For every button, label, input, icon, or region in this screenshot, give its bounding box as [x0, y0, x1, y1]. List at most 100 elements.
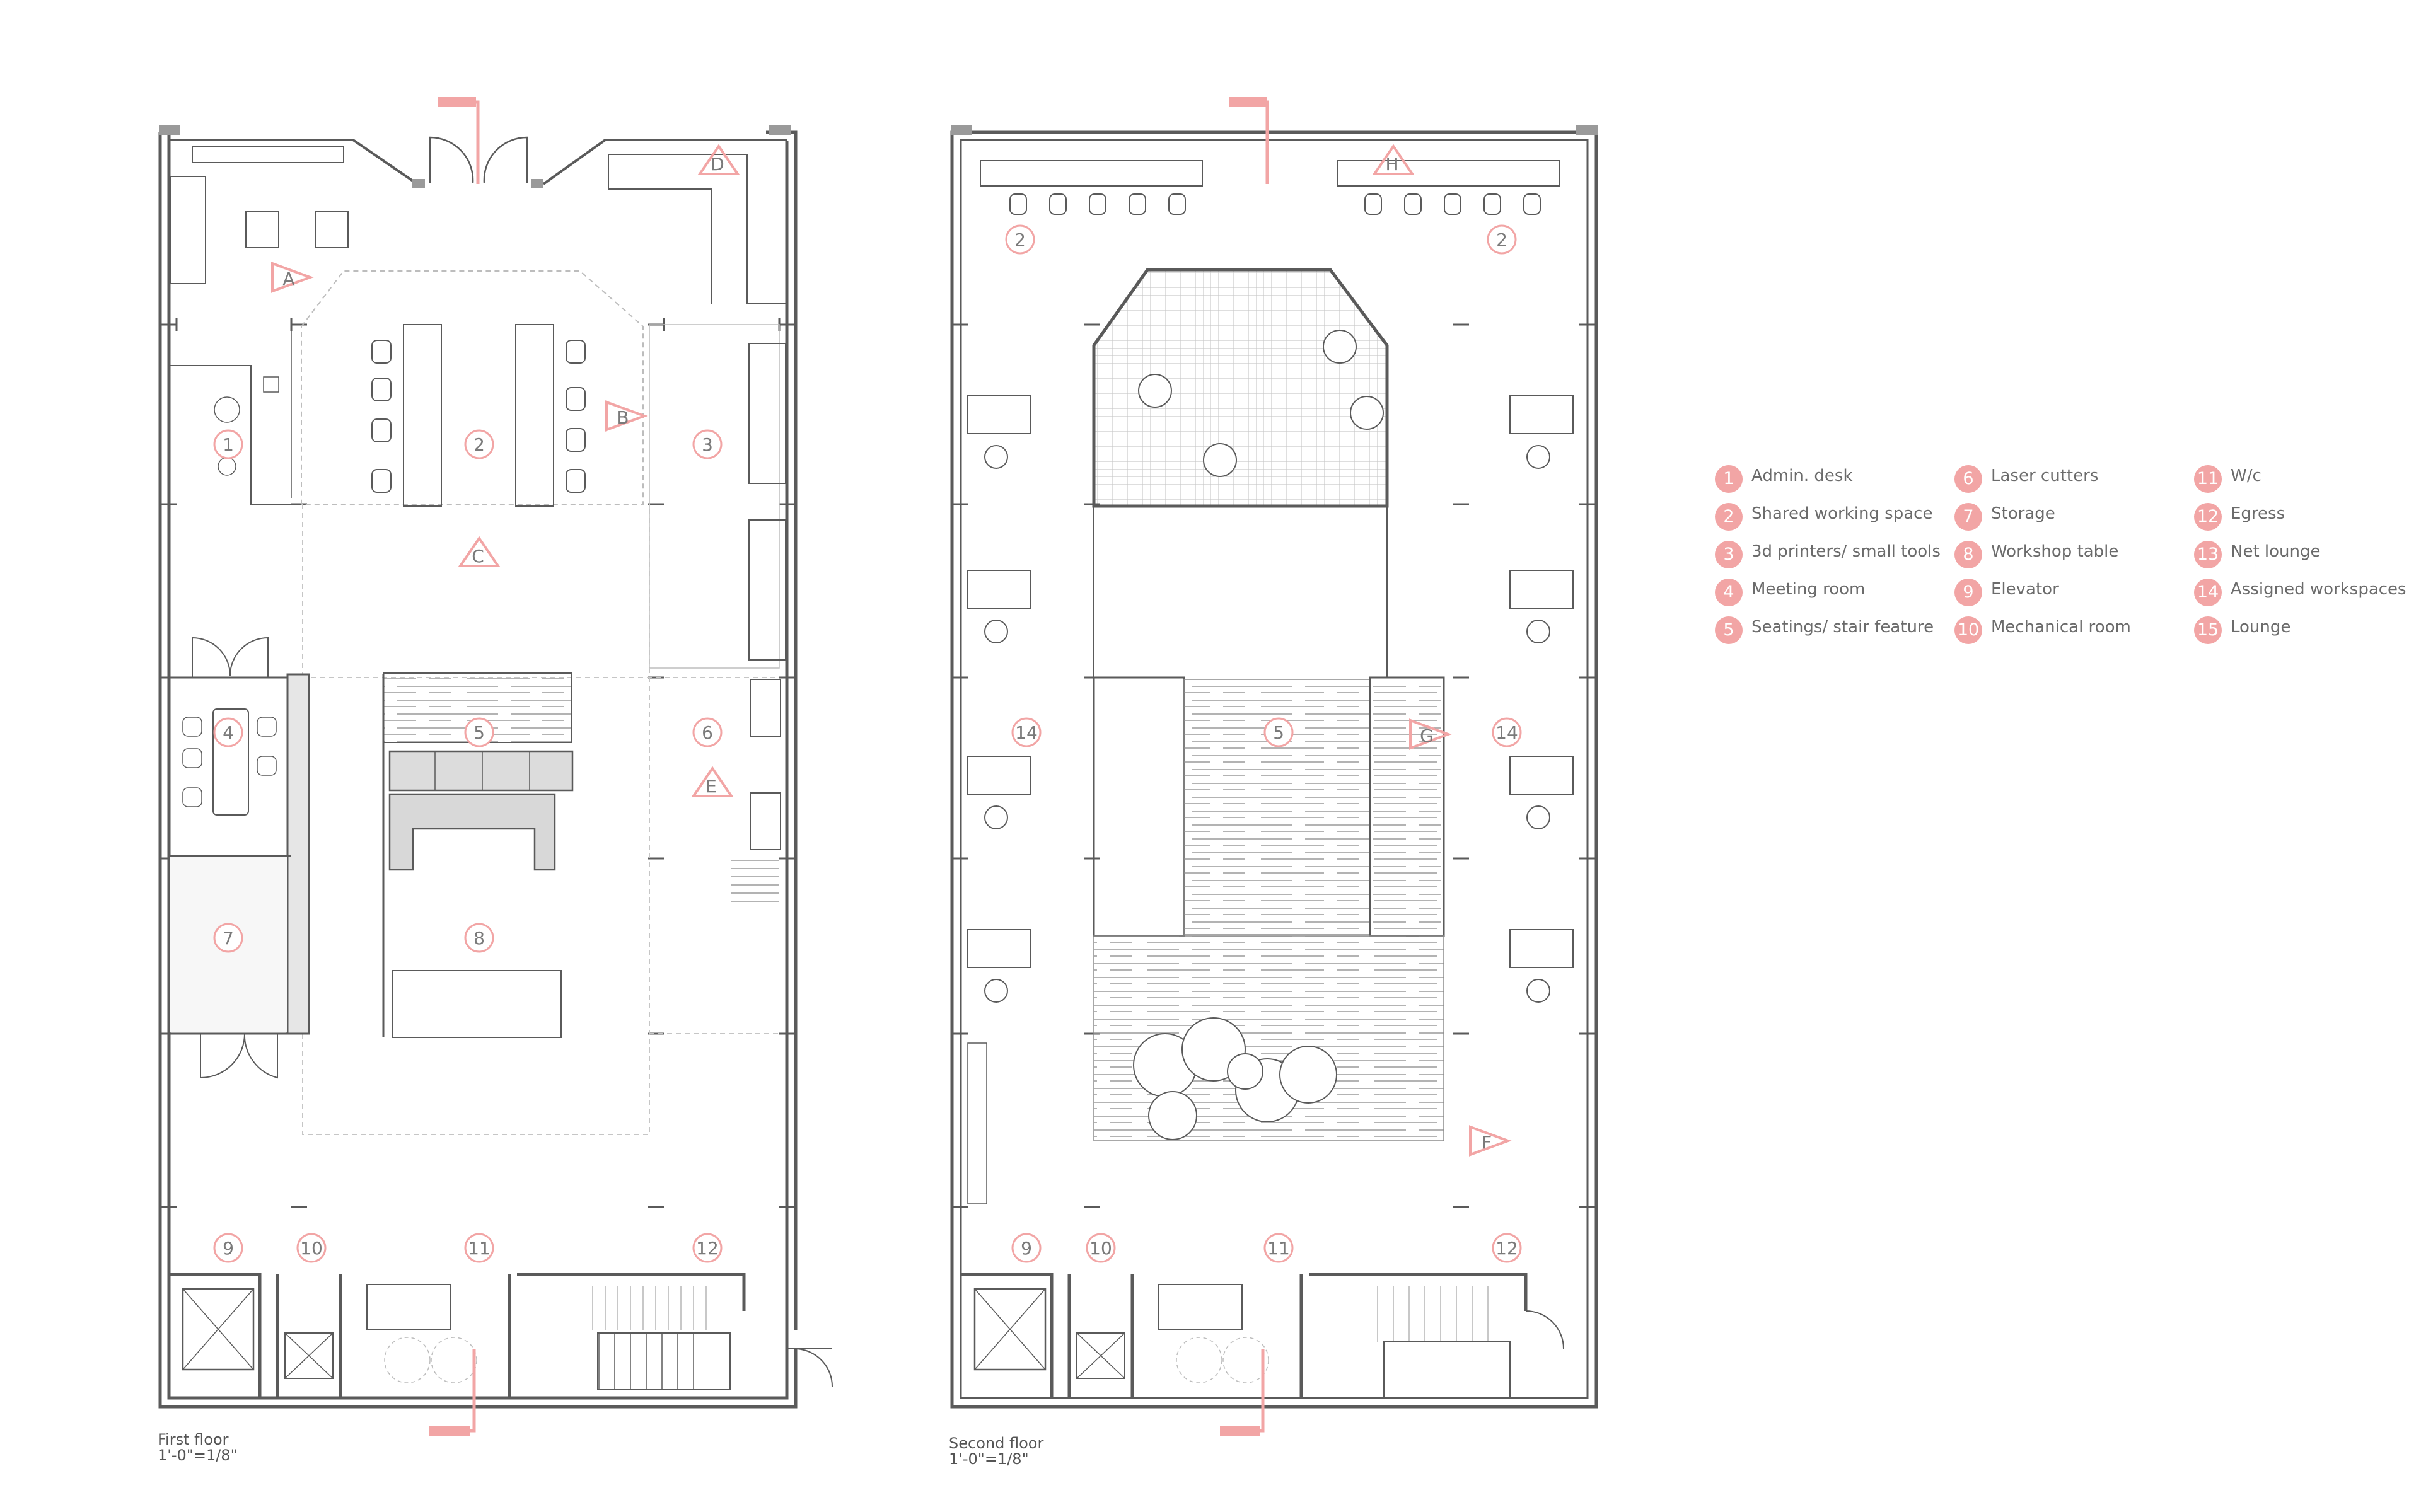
room-marker-label: 11	[468, 1238, 491, 1259]
room-marker-label: 11	[1267, 1238, 1290, 1259]
view-marker-label: F	[1482, 1132, 1492, 1153]
view-marker: G	[1409, 718, 1452, 750]
room-marker-label: 10	[300, 1238, 323, 1259]
room-marker-label: 4	[223, 722, 234, 743]
room-marker-label: 5	[473, 722, 485, 743]
first-floor-scale: 1'-0"=1/8"	[158, 1446, 238, 1464]
legend-badge: 13	[2194, 541, 2222, 568]
first-floor-title: First floor	[158, 1431, 229, 1448]
room-marker: 6	[692, 717, 723, 747]
room-marker-label: 3	[702, 434, 713, 455]
room-marker: 9	[213, 1233, 243, 1263]
legend-badge: 2	[1715, 503, 1743, 531]
view-marker: B	[605, 400, 648, 432]
room-marker: 2	[464, 429, 494, 459]
view-marker: H	[1372, 144, 1415, 175]
room-marker-label: 14	[1495, 722, 1518, 743]
legend-badge: 10	[1954, 616, 1982, 644]
room-marker: 12	[1492, 1233, 1522, 1263]
legend-label: Storage	[1991, 504, 2055, 523]
legend-badge: 3	[1715, 541, 1743, 568]
room-marker: 5	[464, 717, 494, 747]
room-marker: 10	[1086, 1233, 1116, 1263]
legend-label: Shared working space	[1751, 504, 1933, 523]
room-marker: 11	[464, 1233, 494, 1263]
room-marker: 12	[692, 1233, 723, 1263]
legend-badge: 1	[1715, 465, 1743, 493]
legend-label: Workshop table	[1991, 542, 2119, 561]
legend-label: Admin. desk	[1751, 466, 1853, 485]
legend-label: Seatings/ stair feature	[1751, 618, 1934, 637]
view-marker-label: D	[711, 154, 724, 175]
second-floor-scale: 1'-0"=1/8"	[949, 1450, 1029, 1468]
room-marker: 2	[1005, 224, 1035, 255]
room-marker-label: 8	[473, 928, 485, 949]
view-marker-label: B	[617, 407, 629, 428]
legend-badge: 4	[1715, 579, 1743, 606]
room-marker-label: 10	[1089, 1238, 1112, 1259]
legend-badge: 11	[2194, 465, 2222, 493]
legend-label: Egress	[2231, 504, 2285, 523]
legend-label: Lounge	[2231, 618, 2291, 637]
legend-label: Assigned workspaces	[2231, 580, 2406, 599]
legend-label: Mechanical room	[1991, 618, 2131, 637]
room-marker-label: 2	[473, 434, 485, 455]
view-marker: C	[458, 536, 501, 567]
legend-badge: 14	[2194, 579, 2222, 606]
second-floor-title: Second floor	[949, 1434, 1044, 1452]
room-marker-label: 7	[223, 928, 234, 949]
room-marker-label: 1	[223, 434, 234, 455]
view-marker-label: E	[705, 776, 717, 797]
view-marker: F	[1469, 1125, 1512, 1157]
room-marker-label: 2	[1496, 229, 1507, 250]
room-marker: 7	[213, 923, 243, 953]
legend-label: Meeting room	[1751, 580, 1866, 599]
legend-badge: 7	[1954, 503, 1982, 531]
room-marker-label: 14	[1015, 722, 1038, 743]
room-marker: 2	[1487, 224, 1517, 255]
view-marker-label: A	[282, 268, 294, 289]
room-marker: 9	[1011, 1233, 1042, 1263]
legend-badge: 9	[1954, 579, 1982, 606]
room-marker: 10	[296, 1233, 327, 1263]
room-marker-label: 2	[1014, 229, 1026, 250]
legend-badge: 15	[2194, 616, 2222, 644]
room-marker: 8	[464, 923, 494, 953]
room-marker-label: 5	[1273, 722, 1284, 743]
room-marker: 1	[213, 429, 243, 459]
legend-label: 3d printers/ small tools	[1751, 542, 1941, 561]
legend-badge: 6	[1954, 465, 1982, 493]
room-marker: 3	[692, 429, 723, 459]
room-marker: 14	[1011, 717, 1042, 747]
first-floor-plan	[158, 125, 833, 1409]
view-marker: E	[691, 766, 734, 797]
room-marker: 14	[1492, 717, 1522, 747]
room-marker-label: 12	[1495, 1238, 1518, 1259]
legend-label: Laser cutters	[1991, 466, 2099, 485]
legend-badge: 12	[2194, 503, 2222, 531]
room-marker-label: 9	[223, 1238, 234, 1259]
legend-label: W/c	[2231, 466, 2261, 485]
second-floor-plan	[950, 125, 1598, 1409]
room-marker-label: 9	[1021, 1238, 1032, 1259]
second-floor-caption: Second floor 1'-0"=1/8"	[949, 1436, 1043, 1467]
legend-label: Elevator	[1991, 580, 2059, 599]
room-marker-label: 12	[696, 1238, 719, 1259]
legend-badge: 8	[1954, 541, 1982, 568]
legend-badge: 5	[1715, 616, 1743, 644]
section-cut-marks	[429, 97, 1269, 1436]
room-marker: 11	[1263, 1233, 1294, 1263]
legend: 1 Admin. desk 2 Shared working space 3 3d pri…	[1715, 465, 2408, 654]
view-marker-label: H	[1385, 154, 1398, 175]
room-marker-label: 6	[702, 722, 713, 743]
room-marker: 4	[213, 717, 243, 747]
legend-label: Net lounge	[2231, 542, 2321, 561]
view-marker-label: C	[472, 546, 484, 567]
view-marker: A	[271, 262, 314, 293]
room-marker: 5	[1263, 717, 1294, 747]
view-marker-label: G	[1420, 725, 1434, 746]
first-floor-caption: First floor 1'-0"=1/8"	[158, 1432, 238, 1463]
view-marker: D	[697, 144, 740, 175]
